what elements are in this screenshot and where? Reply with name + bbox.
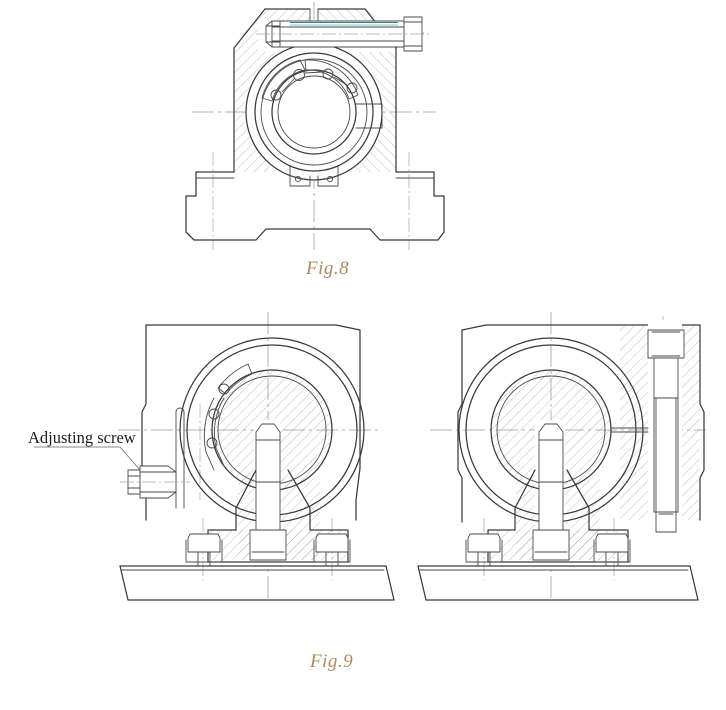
fig9-left-base-plate bbox=[119, 565, 395, 601]
fig9-right-center-bolt bbox=[532, 423, 570, 561]
fig9-right-split-line bbox=[610, 427, 649, 433]
fig9-right-base-plate bbox=[417, 565, 699, 601]
fig9-left-drawing bbox=[34, 312, 395, 601]
fig9-adjusting-screw bbox=[34, 407, 190, 509]
adjusting-screw-leader bbox=[34, 446, 141, 471]
fig9-left-housing-outline bbox=[141, 324, 361, 521]
fig8-cap-bolt bbox=[256, 16, 430, 52]
fig8-base bbox=[185, 171, 445, 241]
annotation-adjusting-screw: Adjusting screw bbox=[28, 428, 136, 447]
fig9-left-center-bolt bbox=[249, 423, 287, 561]
fig9-right-drawing bbox=[417, 312, 706, 601]
fig9-right-foot-bolts bbox=[465, 533, 631, 567]
fig9-right-cap-bolt bbox=[647, 329, 685, 533]
fig8-drawing bbox=[185, 2, 445, 250]
fig9-left-foot-bolts bbox=[185, 533, 351, 567]
figure-label-fig9: Fig.9 bbox=[310, 651, 354, 672]
figure-label-fig8: Fig.8 bbox=[306, 258, 350, 279]
